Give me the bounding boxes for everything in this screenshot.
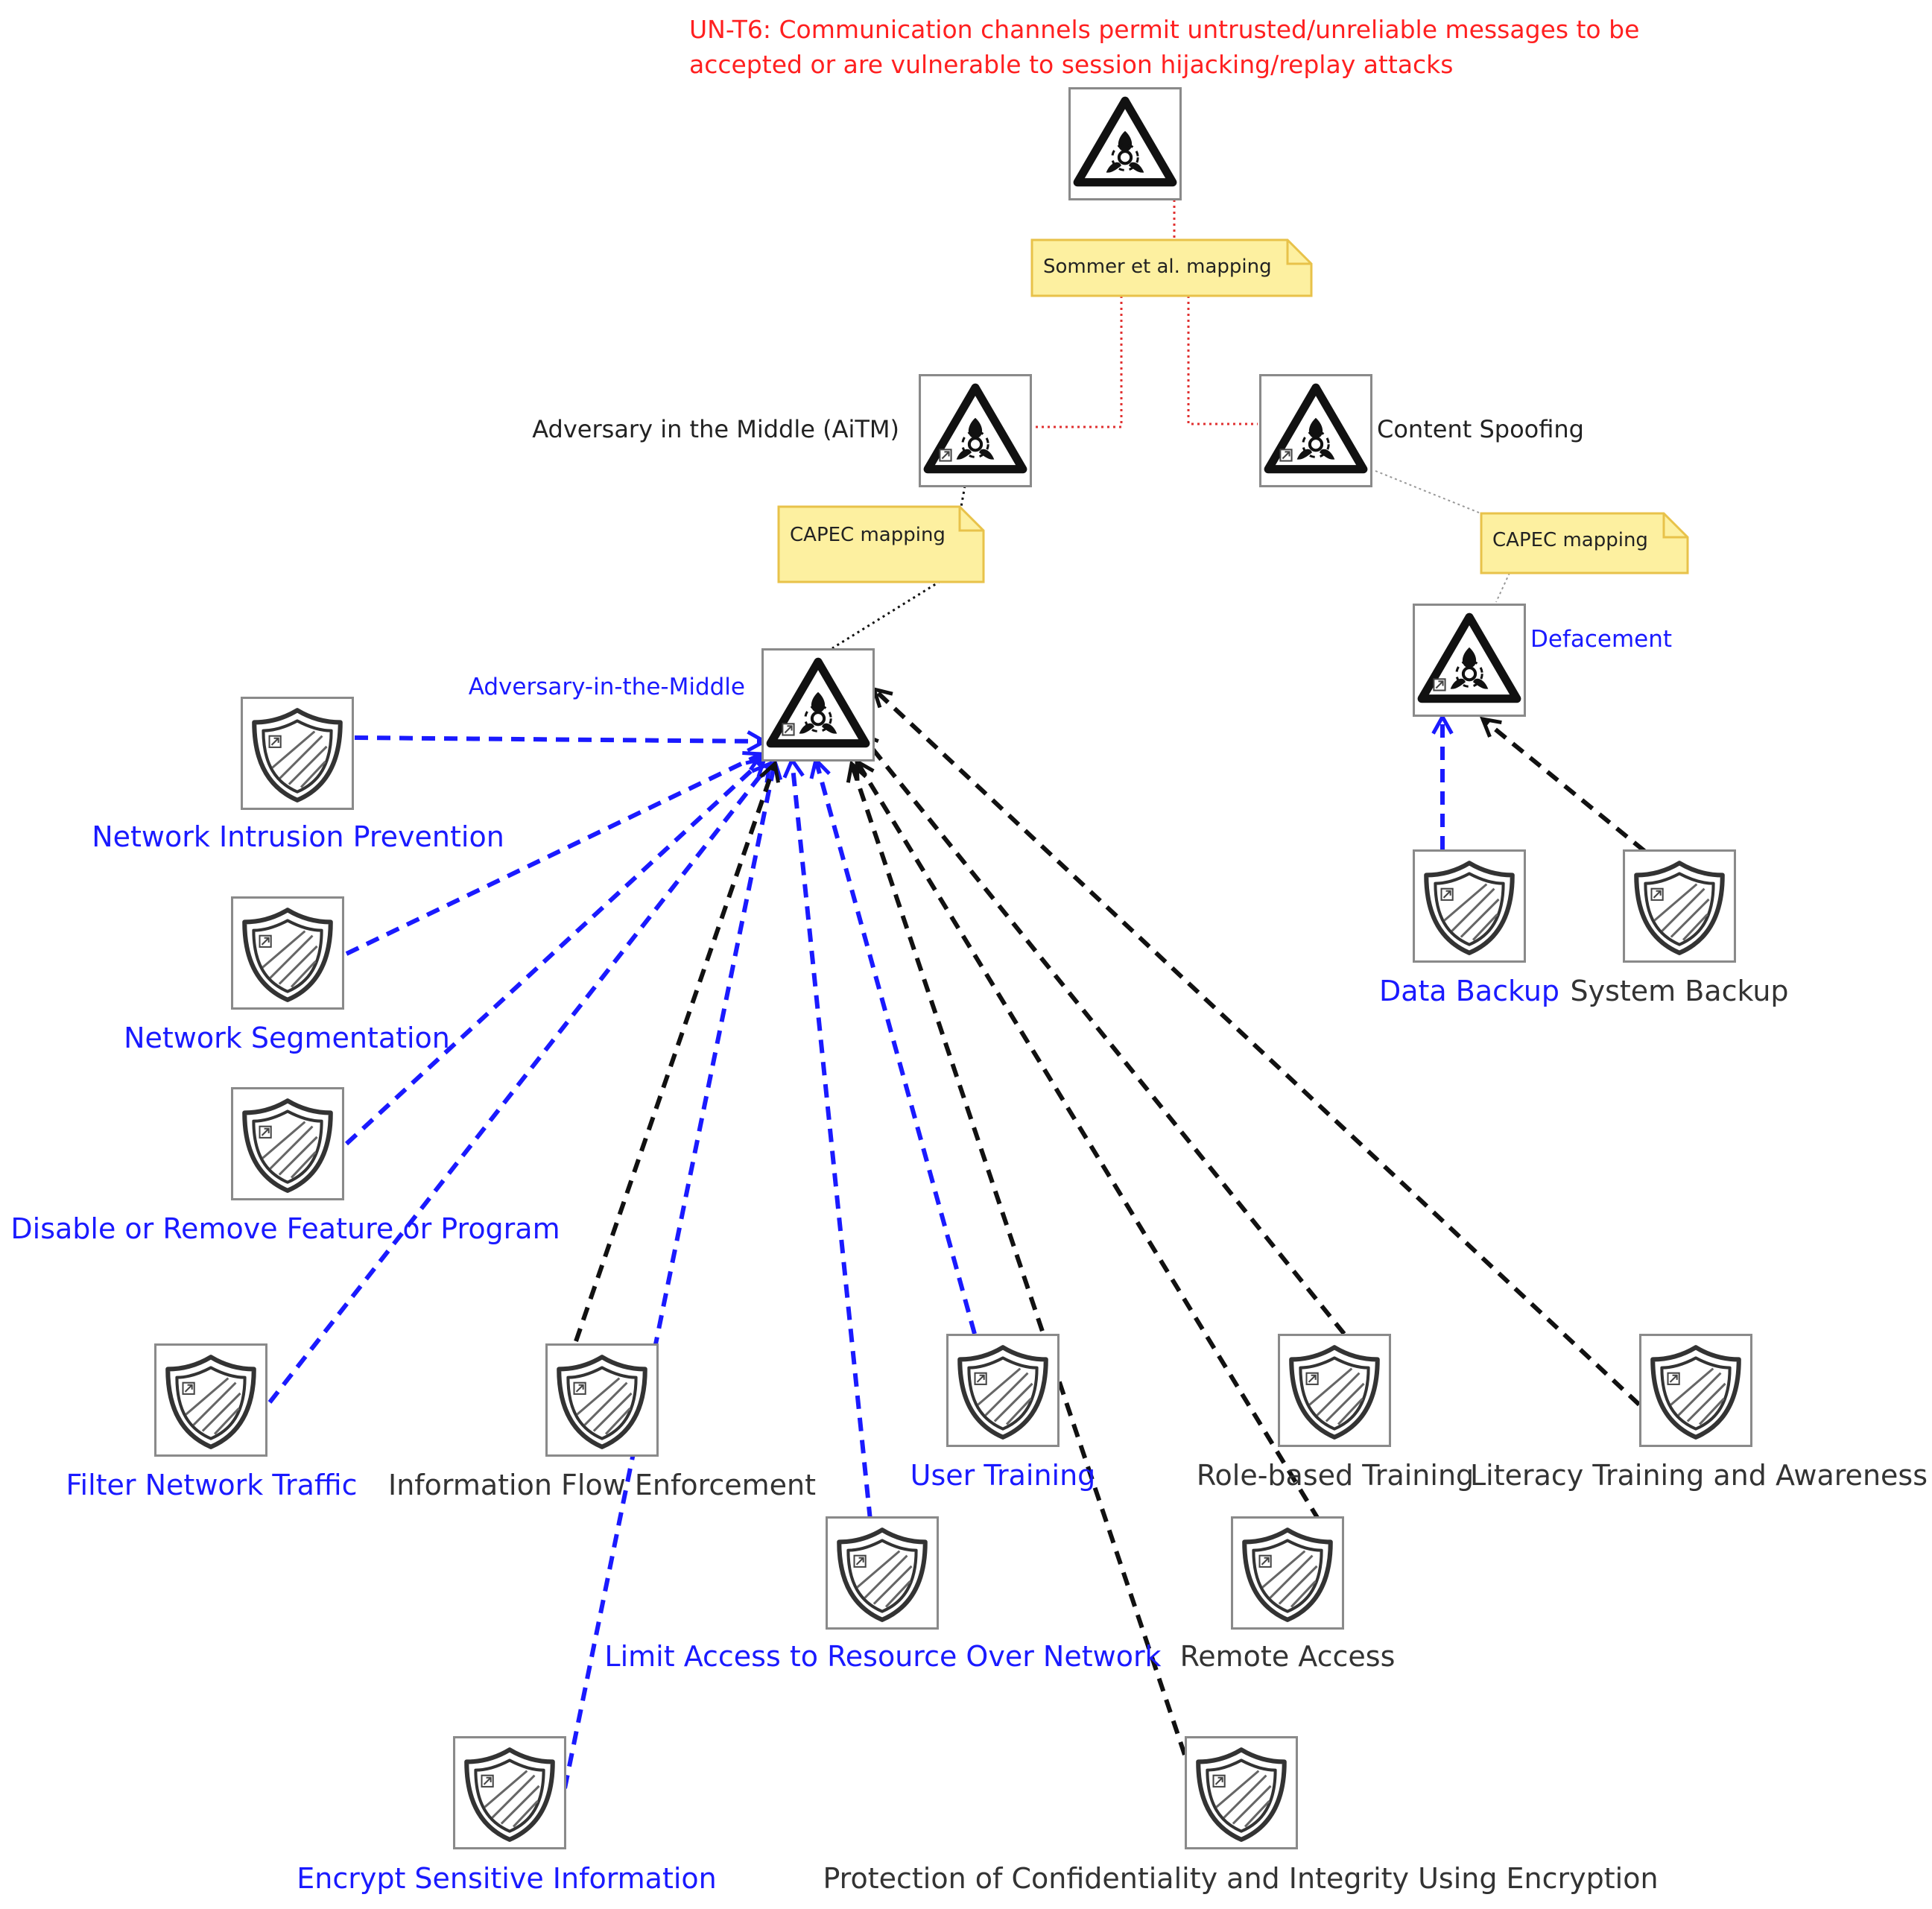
literacy-training-shield-icon[interactable] — [1641, 1335, 1752, 1446]
system-backup-shield-icon[interactable] — [1624, 851, 1735, 962]
limit-access-shield-icon[interactable] — [827, 1518, 938, 1629]
disable-remove-feature-shield-icon[interactable] — [232, 1089, 343, 1200]
information-flow-enforcement-shield-icon[interactable] — [547, 1345, 658, 1456]
connectors — [267, 200, 1646, 1789]
arrow-encrypt-sensitive — [563, 762, 775, 1789]
arrow-limit-access — [792, 760, 872, 1521]
connector-capec-note-to-adversary — [832, 580, 941, 650]
arrow-information-flow-enforcement — [574, 764, 775, 1342]
arrow-literacy-training — [874, 689, 1641, 1407]
content-spoofing-label: Content Spoofing — [1377, 415, 1584, 443]
network-segmentation-shield-icon[interactable] — [232, 898, 343, 1009]
arrow-network-intrusion-prevention — [354, 738, 764, 741]
network-segmentation-label[interactable]: Network Segmentation — [124, 1022, 450, 1054]
connector-capec-note-to-defacement — [1495, 572, 1510, 603]
adversary-in-the-middle-biohazard-icon[interactable] — [763, 650, 874, 761]
connector-spoofing-to-capec-note — [1375, 470, 1480, 513]
note-capec-mapping-aitm: CAPEC mapping — [777, 505, 985, 583]
filter-network-traffic-label[interactable]: Filter Network Traffic — [66, 1469, 357, 1501]
user-training-shield-icon[interactable] — [948, 1335, 1059, 1446]
encrypt-sensitive-shield-icon[interactable] — [455, 1738, 566, 1849]
protection-confidentiality-shield-icon[interactable] — [1186, 1738, 1297, 1849]
arrow-system-backup — [1483, 719, 1646, 853]
connector-sommer-to-spoofing — [1187, 296, 1258, 425]
limit-access-label[interactable]: Limit Access to Resource Over Network — [604, 1640, 1161, 1673]
network-intrusion-prevention-shield-icon[interactable] — [242, 698, 353, 809]
arrow-remote-access — [857, 762, 1321, 1522]
data-backup-shield-icon[interactable] — [1414, 851, 1525, 962]
data-backup-label[interactable]: Data Backup — [1379, 975, 1559, 1007]
literacy-training-label: Literacy Training and Awareness — [1470, 1459, 1928, 1492]
role-based-training-shield-icon[interactable] — [1279, 1335, 1390, 1446]
information-flow-enforcement-label: Information Flow Enforcement — [388, 1469, 816, 1501]
arrow-protection-confidentiality — [852, 764, 1187, 1756]
aitm-label: Adversary in the Middle (AiTM) — [532, 415, 899, 443]
defacement-label[interactable]: Defacement — [1530, 626, 1672, 653]
arrow-disable-remove-feature — [344, 759, 764, 1146]
root-threat-biohazard-icon[interactable] — [1070, 89, 1181, 200]
remote-access-label: Remote Access — [1180, 1640, 1396, 1673]
system-backup-label: System Backup — [1570, 975, 1788, 1007]
connector-sommer-to-aitm — [1032, 296, 1123, 428]
defacement-biohazard-icon[interactable] — [1414, 605, 1525, 716]
remote-access-shield-icon[interactable] — [1232, 1518, 1343, 1629]
content-spoofing-biohazard-icon[interactable] — [1261, 376, 1372, 487]
note-capec-spoofing-label: CAPEC mapping — [1492, 529, 1648, 551]
disable-remove-feature-label[interactable]: Disable or Remove Feature or Program — [10, 1212, 560, 1245]
arrow-role-based-training — [861, 734, 1346, 1335]
aitm-biohazard-icon[interactable] — [920, 376, 1031, 487]
user-training-label[interactable]: User Training — [910, 1459, 1096, 1492]
note-capec-mapping-spoofing: CAPEC mapping — [1480, 512, 1689, 574]
arrow-filter-network-traffic — [267, 764, 770, 1404]
diagram-title-line2: accepted or are vulnerable to session hi… — [689, 50, 1453, 79]
role-based-training-label: Role-based Training — [1197, 1459, 1474, 1492]
diagram-title-line1: UN-T6: Communication channels permit unt… — [689, 15, 1639, 44]
adversary-in-the-middle-label[interactable]: Adversary-in-the-Middle — [469, 674, 745, 700]
encrypt-sensitive-label[interactable]: Encrypt Sensitive Information — [297, 1862, 717, 1895]
note-capec-aitm-label: CAPEC mapping — [790, 524, 946, 546]
protection-confidentiality-label: Protection of Confidentiality and Integr… — [823, 1862, 1658, 1895]
note-sommer-label: Sommer et al. mapping — [1043, 256, 1272, 278]
connector-aitm-to-capec-note — [960, 485, 966, 507]
arrow-network-segmentation — [345, 754, 761, 956]
network-intrusion-prevention-label[interactable]: Network Intrusion Prevention — [92, 820, 504, 853]
filter-network-traffic-shield-icon[interactable] — [156, 1345, 267, 1456]
note-sommer-mapping: Sommer et al. mapping — [1030, 238, 1313, 297]
arrow-user-training — [816, 760, 977, 1335]
